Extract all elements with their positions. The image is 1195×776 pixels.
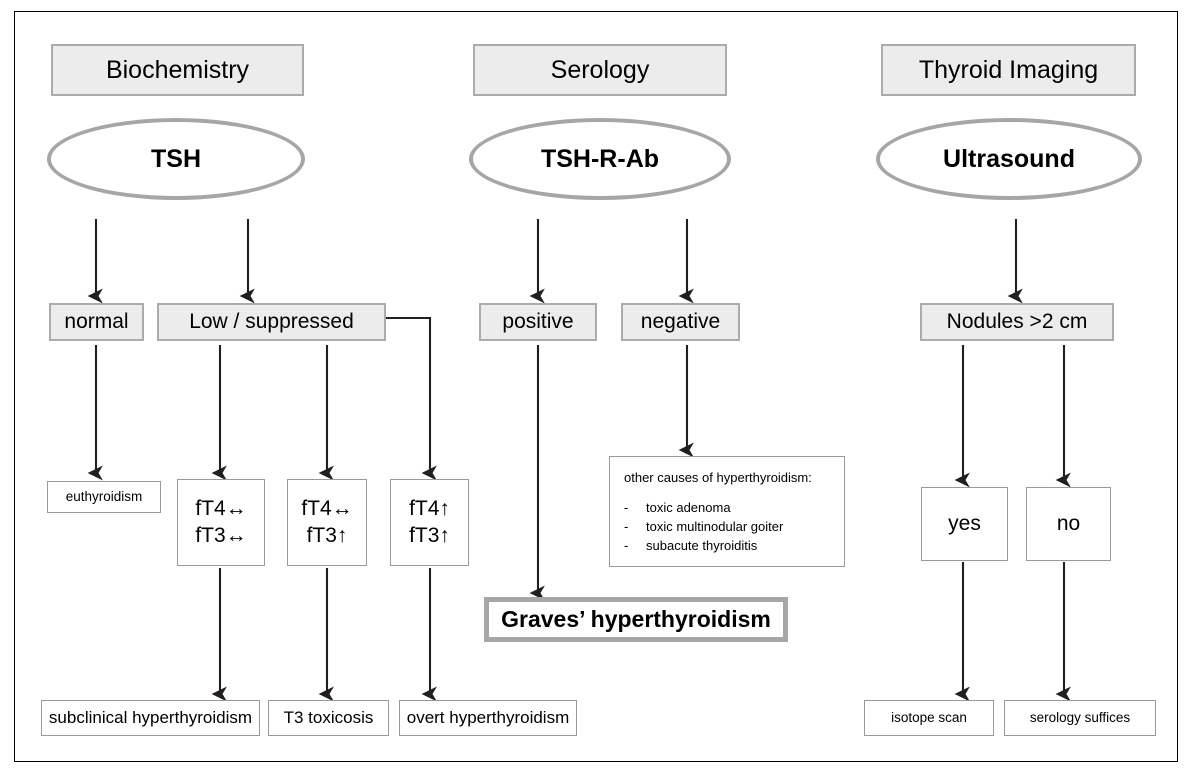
other-causes-item-3: - subacute thyroiditis: [624, 537, 830, 556]
box-graves-hyperthyroidism[interactable]: Graves’ hyperthyroidism: [484, 597, 788, 642]
result-line-ft3: fT3↔: [195, 523, 247, 547]
box-low-suppressed[interactable]: Low / suppressed: [157, 303, 386, 341]
result-line-ft3: fT3↑: [409, 523, 450, 547]
oval-ultrasound: Ultrasound: [876, 118, 1142, 200]
result-line-ft4: fT4↔: [195, 497, 247, 521]
other-causes-item-2: - toxic multinodular goiter: [624, 518, 830, 537]
box-isotope-scan[interactable]: isotope scan: [864, 700, 994, 736]
box-subclinical-hyperthyroidism[interactable]: subclinical hyperthyroidism: [41, 700, 260, 736]
header-thyroid-imaging: Thyroid Imaging: [881, 44, 1136, 96]
result-line-ft4: fT4↔: [301, 497, 353, 521]
box-result-ft4-normal-ft3-high[interactable]: fT4↔ fT3↑: [287, 479, 367, 566]
box-t3-toxicosis[interactable]: T3 toxicosis: [268, 700, 389, 736]
result-line-ft4: fT4↑: [409, 497, 450, 521]
header-biochemistry: Biochemistry: [51, 44, 304, 96]
box-yes[interactable]: yes: [921, 487, 1008, 561]
other-causes-item-2-label: toxic multinodular goiter: [646, 518, 784, 534]
other-causes-title: other causes of hyperthyroidism:: [624, 470, 812, 485]
box-positive[interactable]: positive: [479, 303, 597, 341]
result-line-ft3: fT3↑: [306, 523, 348, 547]
oval-ultrasound-label: Ultrasound: [943, 144, 1075, 173]
bullet-dash: -: [624, 499, 629, 515]
other-causes-item-3-label: subacute thyroiditis: [646, 537, 758, 553]
box-other-causes[interactable]: other causes of hyperthyroidism: - toxic …: [609, 456, 845, 567]
box-overt-hyperthyroidism[interactable]: overt hyperthyroidism: [399, 700, 577, 736]
box-negative[interactable]: negative: [621, 303, 740, 341]
oval-tsh-label: TSH: [151, 144, 201, 173]
other-causes-item-1-label: toxic adenoma: [646, 499, 731, 515]
bullet-dash: -: [624, 537, 629, 553]
bullet-dash: -: [624, 518, 629, 534]
box-serology-suffices[interactable]: serology suffices: [1004, 700, 1156, 736]
box-no[interactable]: no: [1026, 487, 1111, 561]
oval-tsh: TSH: [47, 118, 305, 200]
box-nodules-over-2cm[interactable]: Nodules >2 cm: [920, 303, 1114, 341]
box-normal[interactable]: normal: [49, 303, 144, 341]
box-result-ft4-normal-ft3-normal[interactable]: fT4↔ fT3↔: [177, 479, 265, 566]
diagram-border: [14, 11, 1178, 762]
box-result-ft4-high-ft3-high[interactable]: fT4↑ fT3↑: [390, 479, 469, 566]
oval-tsh-r-ab-label: TSH-R-Ab: [540, 144, 660, 173]
other-causes-item-1: - toxic adenoma: [624, 499, 830, 518]
oval-tsh-r-ab: TSH-R-Ab: [469, 118, 731, 200]
box-euthyroidism[interactable]: euthyroidism: [47, 481, 161, 513]
header-serology: Serology: [473, 44, 727, 96]
